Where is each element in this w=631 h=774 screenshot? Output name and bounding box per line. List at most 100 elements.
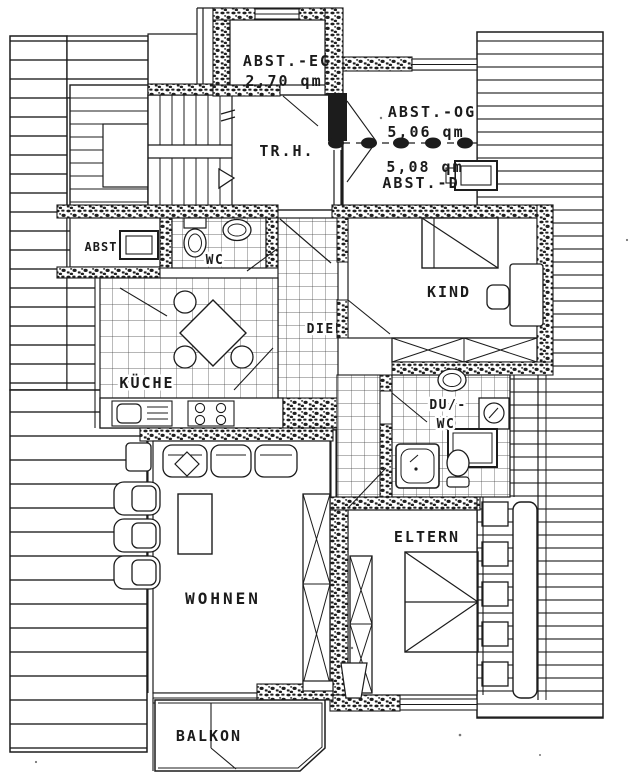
- room-du-wc: DU/- WC: [379, 368, 515, 498]
- room-wc: WC: [159, 217, 279, 272]
- room-kind: KIND: [336, 204, 554, 376]
- wall: [331, 204, 554, 219]
- kitchen-sink-basin: [116, 403, 142, 424]
- door-swing: [279, 218, 332, 264]
- door-swing: [391, 392, 428, 423]
- wall: [56, 266, 161, 279]
- sink-icon: [437, 368, 467, 392]
- stove-icon: [187, 400, 235, 427]
- door-swing: [282, 95, 319, 127]
- washing-machine-drum: [483, 402, 505, 424]
- shower-tray-icon: [395, 443, 440, 489]
- wall-line: [476, 497, 484, 695]
- post: [302, 680, 334, 692]
- chair-icon: [173, 290, 197, 314]
- sink-basin: [442, 373, 462, 387]
- chair-icon: [230, 345, 254, 369]
- shaft-inner: [125, 235, 153, 255]
- burner: [194, 402, 206, 414]
- trh-label: TR.H.: [259, 142, 314, 160]
- door-swing: [347, 467, 387, 509]
- stair-landing-left: [102, 123, 149, 188]
- stair-break-mark: [220, 109, 236, 122]
- stairwell-room: [147, 94, 343, 211]
- wardrobe-x: [349, 555, 373, 694]
- wall: [379, 374, 393, 392]
- wall: [282, 397, 341, 429]
- wall-line: [333, 150, 342, 205]
- chimney: [328, 93, 347, 141]
- stair-steps-upper: [159, 95, 221, 145]
- room-abst-og: ABST.-OG 5,06 qm 5,08 qm ABST.-D: [328, 56, 498, 211]
- abst-eg-label: ABST.-EG: [243, 52, 331, 70]
- diele-floor: [277, 217, 339, 431]
- abst-label: ABST: [85, 240, 118, 254]
- wall: [139, 427, 334, 442]
- planter-box: [481, 501, 509, 527]
- toilet-icon: [183, 228, 207, 258]
- room-wohnen: WOHNEN: [113, 427, 334, 694]
- room-eltern: ELTERN: [329, 467, 484, 712]
- desk-icon: [509, 263, 544, 327]
- chair-icon: [173, 345, 197, 369]
- abst-og-label: ABST.-OG: [388, 103, 476, 121]
- kind-label: KIND: [427, 283, 471, 301]
- abst-eg-floor: [229, 19, 326, 86]
- coffee-table-icon: [177, 493, 213, 555]
- room-abst-eg: ABST.-EG 2,70 qm: [229, 8, 331, 127]
- toilet-base: [446, 476, 470, 488]
- shower-cabin-inner: [452, 432, 493, 464]
- burner: [215, 414, 227, 426]
- corridor-floor: [336, 374, 381, 498]
- slope-line: [246, 248, 278, 272]
- door-swing: [233, 347, 274, 391]
- balkon-floor: [154, 699, 326, 772]
- skylight-latch: [445, 167, 456, 184]
- stair-steps-lower: [159, 158, 221, 207]
- washing-machine-mark: [488, 407, 499, 419]
- room-diele: DIELE: [277, 217, 354, 431]
- skylight-window-inner: [460, 165, 492, 186]
- wall: [329, 694, 401, 712]
- drain-mark: [409, 454, 419, 463]
- scan-noise: [34, 116, 629, 764]
- balkon: BALKON: [152, 662, 368, 772]
- shelf-unit-icon: [302, 493, 331, 685]
- bed-diagonal: [421, 217, 499, 269]
- room-abst: ABST: [56, 217, 161, 279]
- du-wc-label-line2: WC: [437, 417, 456, 432]
- planter-box-long: [512, 501, 538, 699]
- wardrobe-x: [391, 337, 538, 363]
- side-table-icon: [174, 451, 200, 477]
- wall: [212, 7, 231, 96]
- wall: [379, 423, 393, 498]
- sink-icon: [222, 218, 252, 242]
- post: [340, 662, 368, 699]
- burner: [215, 402, 227, 414]
- toilet-icon: [446, 449, 470, 477]
- eltern-label: ELTERN: [394, 528, 460, 546]
- abst-dg-area: 5,08 qm: [386, 158, 463, 176]
- abst-dg-label: ABST.-D: [382, 174, 459, 192]
- balkon-edge-lines: [152, 698, 237, 771]
- corner-outline: [147, 7, 213, 84]
- wall: [265, 217, 279, 269]
- planter-box: [481, 661, 509, 687]
- wall: [336, 299, 349, 339]
- door-swing: [346, 100, 377, 183]
- wohnen-label: WOHNEN: [185, 589, 261, 608]
- door-swing: [119, 287, 168, 317]
- wall: [56, 204, 279, 219]
- burner: [194, 414, 206, 426]
- shower-tray-inner: [400, 448, 435, 484]
- dashed-line-dots: [328, 137, 473, 149]
- armchair-icons: [113, 442, 161, 590]
- sink-unit-icon: [111, 400, 173, 427]
- stair-landing-lines: [148, 95, 233, 207]
- planter-box: [481, 541, 509, 567]
- roof-terrace-right: [481, 375, 547, 700]
- sink-basin: [227, 223, 247, 237]
- wall: [391, 361, 554, 376]
